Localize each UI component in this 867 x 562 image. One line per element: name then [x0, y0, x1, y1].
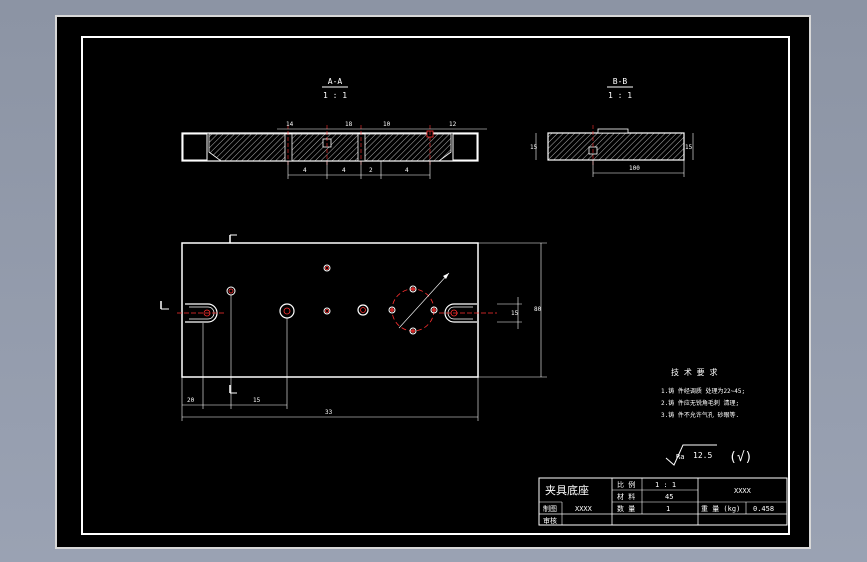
section-b-label: B-B	[613, 77, 628, 86]
plan-view: 80 15 20 15 33	[160, 234, 547, 421]
dim-b-width: 100	[629, 165, 640, 172]
dim-plan-slot: 15	[511, 310, 519, 317]
drawing-number: XXXX	[734, 487, 752, 495]
bolt-circle	[388, 272, 450, 335]
tech-item-2: 2.铸 件应无锐角毛刺 清理;	[661, 399, 739, 407]
hole-3	[323, 264, 331, 272]
hole-5	[357, 304, 369, 316]
right-slot	[444, 303, 477, 323]
roughness-symbol: Ra 12.5 (√)	[665, 444, 752, 466]
drawn-value: XXXX	[575, 505, 593, 513]
section-b-scale: 1 : 1	[608, 91, 632, 100]
dim-a-top-2: 18	[345, 121, 353, 128]
inner-border	[81, 36, 790, 535]
dim-plan-mid: 15	[253, 397, 261, 404]
material-value: 45	[665, 493, 673, 501]
tech-item-3: 3.铸 件不允许气孔 砂眼等.	[661, 411, 739, 419]
dim-a-bot-3: 2	[369, 167, 373, 174]
check-label: 审核	[543, 516, 557, 525]
section-a-scale: 1 : 1	[323, 91, 347, 100]
section-b-body	[547, 132, 685, 161]
section-a-view: A-A 1 : 1 14 18 10 12 4 4 2	[181, 77, 487, 179]
dim-a-top-3: 10	[383, 121, 391, 128]
dim-b-right: 15	[685, 144, 693, 151]
roughness-value: 12.5	[693, 451, 712, 460]
dim-plan-total: 33	[325, 409, 333, 416]
drawing-sheet: A-A 1 : 1 14 18 10 12 4 4 2	[55, 15, 811, 549]
title-block: 夹具底座 比 例 1 : 1 XXXX 材 料 45 制图 XXXX 数 量 1…	[538, 477, 788, 526]
weight-label: 重 量 (kg)	[701, 505, 740, 513]
qty-value: 1	[666, 505, 670, 513]
svg-text:Ra: Ra	[676, 453, 684, 461]
material-label: 材 料	[617, 492, 635, 501]
hole-2	[279, 303, 295, 319]
cad-drawing: A-A 1 : 1 14 18 10 12 4 4 2	[81, 36, 790, 535]
dim-b-left: 15	[530, 144, 538, 151]
drawn-label: 制图	[543, 504, 557, 513]
dim-a-bot-2: 4	[342, 167, 346, 174]
dim-plan-left: 20	[187, 397, 195, 404]
hole-1	[226, 286, 236, 296]
hole-4	[323, 307, 331, 315]
plan-body	[181, 242, 479, 378]
tech-item-1: 1.铸 件经调质 处理为22~45;	[661, 387, 745, 395]
weight-value: 0.458	[753, 505, 774, 513]
dim-a-top-1: 14	[286, 121, 294, 128]
dim-a-bot-1: 4	[303, 167, 307, 174]
section-b-view: B-B 1 : 1 15 15 100	[530, 77, 694, 177]
part-name: 夹具底座	[545, 483, 589, 497]
dim-a-top-4: 12	[449, 121, 457, 128]
scale-label: 比 例	[617, 480, 635, 489]
qty-label: 数 量	[617, 504, 635, 513]
roughness-paren: (√)	[729, 450, 752, 465]
scale-value: 1 : 1	[655, 481, 676, 489]
section-a-label: A-A	[328, 77, 343, 86]
dim-plan-height: 80	[534, 306, 542, 313]
dim-a-bot-4: 4	[405, 167, 409, 174]
section-a-hatch	[208, 133, 452, 162]
tech-requirements: 技 术 要 求 1.铸 件经调质 处理为22~45; 2.铸 件应无锐角毛刺 清…	[661, 367, 745, 419]
tech-title: 技 术 要 求	[671, 367, 717, 377]
